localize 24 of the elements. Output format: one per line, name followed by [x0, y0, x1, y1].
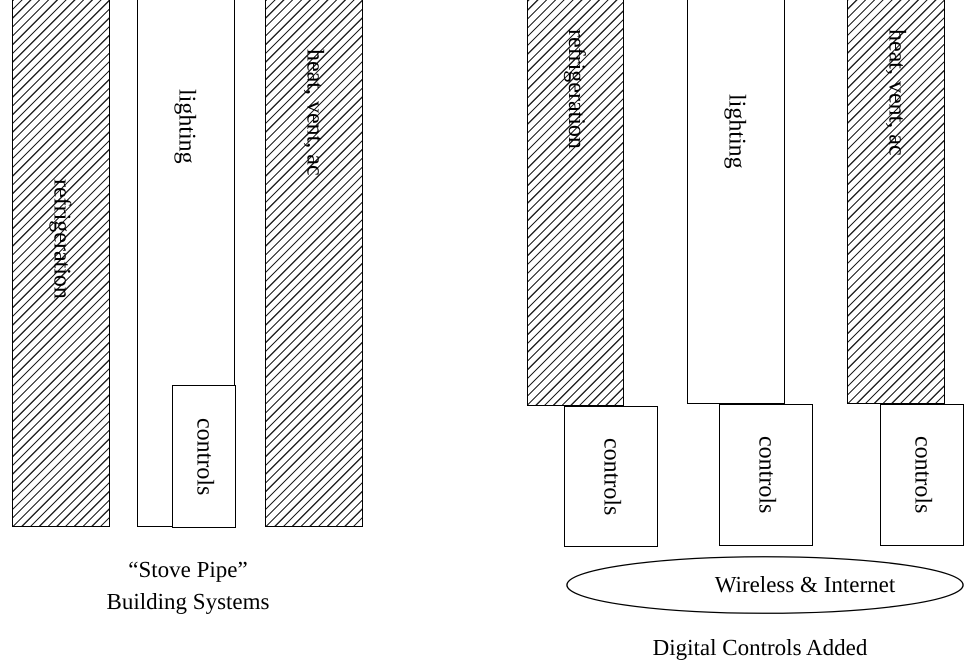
controls-box	[719, 404, 813, 546]
system-label: heat, vent, ac	[882, 29, 910, 156]
controls-label: controls	[598, 438, 624, 516]
system-label: lighting	[172, 89, 200, 164]
network-ellipse	[566, 555, 964, 615]
controls-box	[564, 406, 658, 547]
system-bar	[847, 0, 945, 404]
controls-label: controls	[908, 436, 936, 514]
network-label: Wireless & Internet	[714, 572, 896, 598]
system-bar	[137, 0, 235, 527]
system-label: heat, vent, ac	[300, 49, 328, 176]
system-label: refrigeration	[48, 179, 74, 299]
system-bar	[687, 0, 785, 404]
caption: Digital Controls Added	[652, 634, 868, 662]
controls-label: controls	[190, 418, 218, 496]
system-bar	[265, 0, 363, 527]
system-bar	[527, 0, 624, 406]
controls-box	[880, 404, 964, 546]
system-bar	[12, 0, 110, 527]
controls-box	[172, 385, 236, 528]
controls-label: controls	[752, 436, 780, 514]
caption: “Stove Pipe” Building Systems	[106, 556, 270, 616]
system-label: lighting	[722, 94, 750, 169]
system-label: refrigeration	[562, 29, 589, 149]
